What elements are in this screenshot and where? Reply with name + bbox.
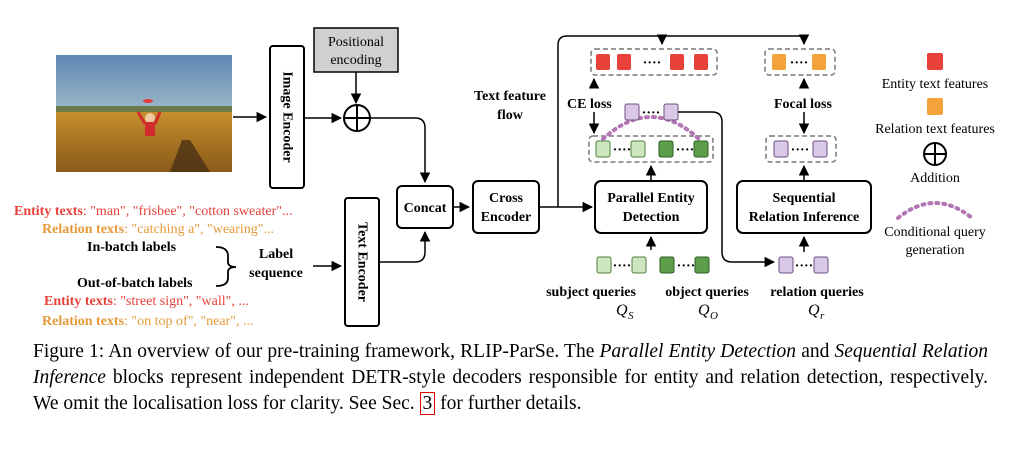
subject-queries: ···· [596, 256, 647, 274]
in-batch-labels: In-batch labels [87, 240, 177, 255]
object-queries: ···· [659, 256, 710, 274]
legend-conditional-arc [896, 201, 974, 220]
positional-encoding-label-2: encoding [330, 53, 381, 68]
svg-text:S: S [628, 310, 634, 322]
parallel-entity-detection-block: Parallel Entity Detection [594, 180, 708, 234]
entity-output-dots-1: ···· [613, 143, 632, 158]
svg-text:Q: Q [698, 302, 710, 319]
sequential-relation-label-1: Sequential [772, 191, 835, 206]
relation-queries-label: relation queries [770, 285, 864, 300]
image-encoder-block: Image Encoder [269, 45, 305, 189]
relation-query-dots: ···· [795, 259, 814, 274]
generated-relation-queries: ···· [624, 103, 679, 121]
label-sequence-label-2: sequence [249, 266, 303, 281]
svg-text:r: r [820, 310, 825, 322]
legend-addition-label: Addition [910, 171, 960, 186]
conditional-query-arc [601, 115, 701, 141]
subject-query-dots: ···· [613, 259, 632, 274]
label-sequence-label-1: Label [259, 247, 293, 262]
svg-text:Q: Q [616, 302, 628, 319]
generated-relation-dots: ···· [642, 106, 661, 121]
object-queries-label: object queries [665, 285, 749, 300]
legend: Entity text features Relation text featu… [875, 53, 995, 258]
positional-encoding-block: Positional encoding [313, 27, 399, 73]
q-s-symbol: Q S [616, 302, 634, 322]
inbatch-entity-texts: Entity texts: "man", "frisbee", "cotton … [14, 204, 292, 219]
legend-addition-icon [923, 142, 947, 166]
text-feature-flow-label-1: Text feature [474, 89, 546, 104]
positional-encoding-label-1: Positional [328, 35, 384, 50]
q-o-symbol: Q O [698, 302, 718, 322]
ce-loss-label: CE loss [567, 97, 612, 112]
outbatch-relation-texts: Relation texts: "on top of", "near", ... [42, 314, 253, 329]
focal-loss-label: Focal loss [774, 97, 832, 112]
inbatch-relation-texts: Relation texts: "catching a", "wearing".… [42, 222, 274, 237]
relation-queries: ···· [778, 256, 829, 274]
legend-relation-swatch [927, 98, 943, 115]
entity-dots: ···· [643, 56, 662, 71]
legend-conditional-label-1: Conditional query [884, 225, 986, 240]
legend-entity-label: Entity text features [882, 77, 989, 92]
cross-encoder-block: Cross Encoder [472, 180, 540, 234]
sequential-relation-inference-block: Sequential Relation Inference [736, 180, 872, 234]
text-encoder-label: Text Encoder [355, 222, 370, 302]
concat-block: Concat [396, 185, 454, 229]
addition-icon [343, 104, 371, 132]
entity-output-group: ···· ···· [588, 135, 714, 163]
relation-dots: ···· [790, 56, 809, 71]
relation-output-dots: ···· [791, 143, 810, 158]
subject-queries-label: subject queries [546, 285, 636, 300]
entity-output-dots-2: ···· [676, 143, 695, 158]
label-brace [215, 246, 237, 287]
svg-text:O: O [710, 310, 718, 322]
figure-caption: Figure 1: An overview of our pre-trainin… [33, 341, 989, 415]
object-query-dots: ···· [677, 259, 696, 274]
text-encoder-block: Text Encoder [344, 197, 380, 327]
cross-encoder-label-2: Encoder [481, 210, 532, 225]
sequential-relation-label-2: Relation Inference [749, 210, 860, 225]
entity-text-features-group: ···· [590, 48, 718, 76]
parallel-entity-label-1: Parallel Entity [607, 191, 695, 206]
legend-entity-swatch [927, 53, 943, 70]
q-r-symbol: Q r [808, 302, 825, 322]
legend-relation-label: Relation text features [875, 122, 995, 137]
image-encoder-label: Image Encoder [280, 71, 295, 162]
out-of-batch-labels: Out-of-batch labels [77, 276, 193, 291]
svg-text:Q: Q [808, 302, 820, 319]
outbatch-entity-texts: Entity texts: "street sign", "wall", ... [44, 294, 249, 309]
relation-output-group: ···· [765, 135, 837, 163]
section-reference-link[interactable]: 3 [419, 392, 436, 415]
cross-encoder-label-1: Cross [489, 191, 524, 206]
parallel-entity-label-2: Detection [623, 210, 680, 225]
input-photo [56, 55, 232, 172]
legend-conditional-label-2: generation [905, 243, 964, 258]
text-feature-flow-label-2: flow [497, 108, 524, 123]
framework-diagram: Image Encoder Positional encoding Concat… [14, 27, 995, 329]
relation-text-features-group: ···· [764, 48, 836, 76]
concat-label: Concat [404, 201, 447, 216]
